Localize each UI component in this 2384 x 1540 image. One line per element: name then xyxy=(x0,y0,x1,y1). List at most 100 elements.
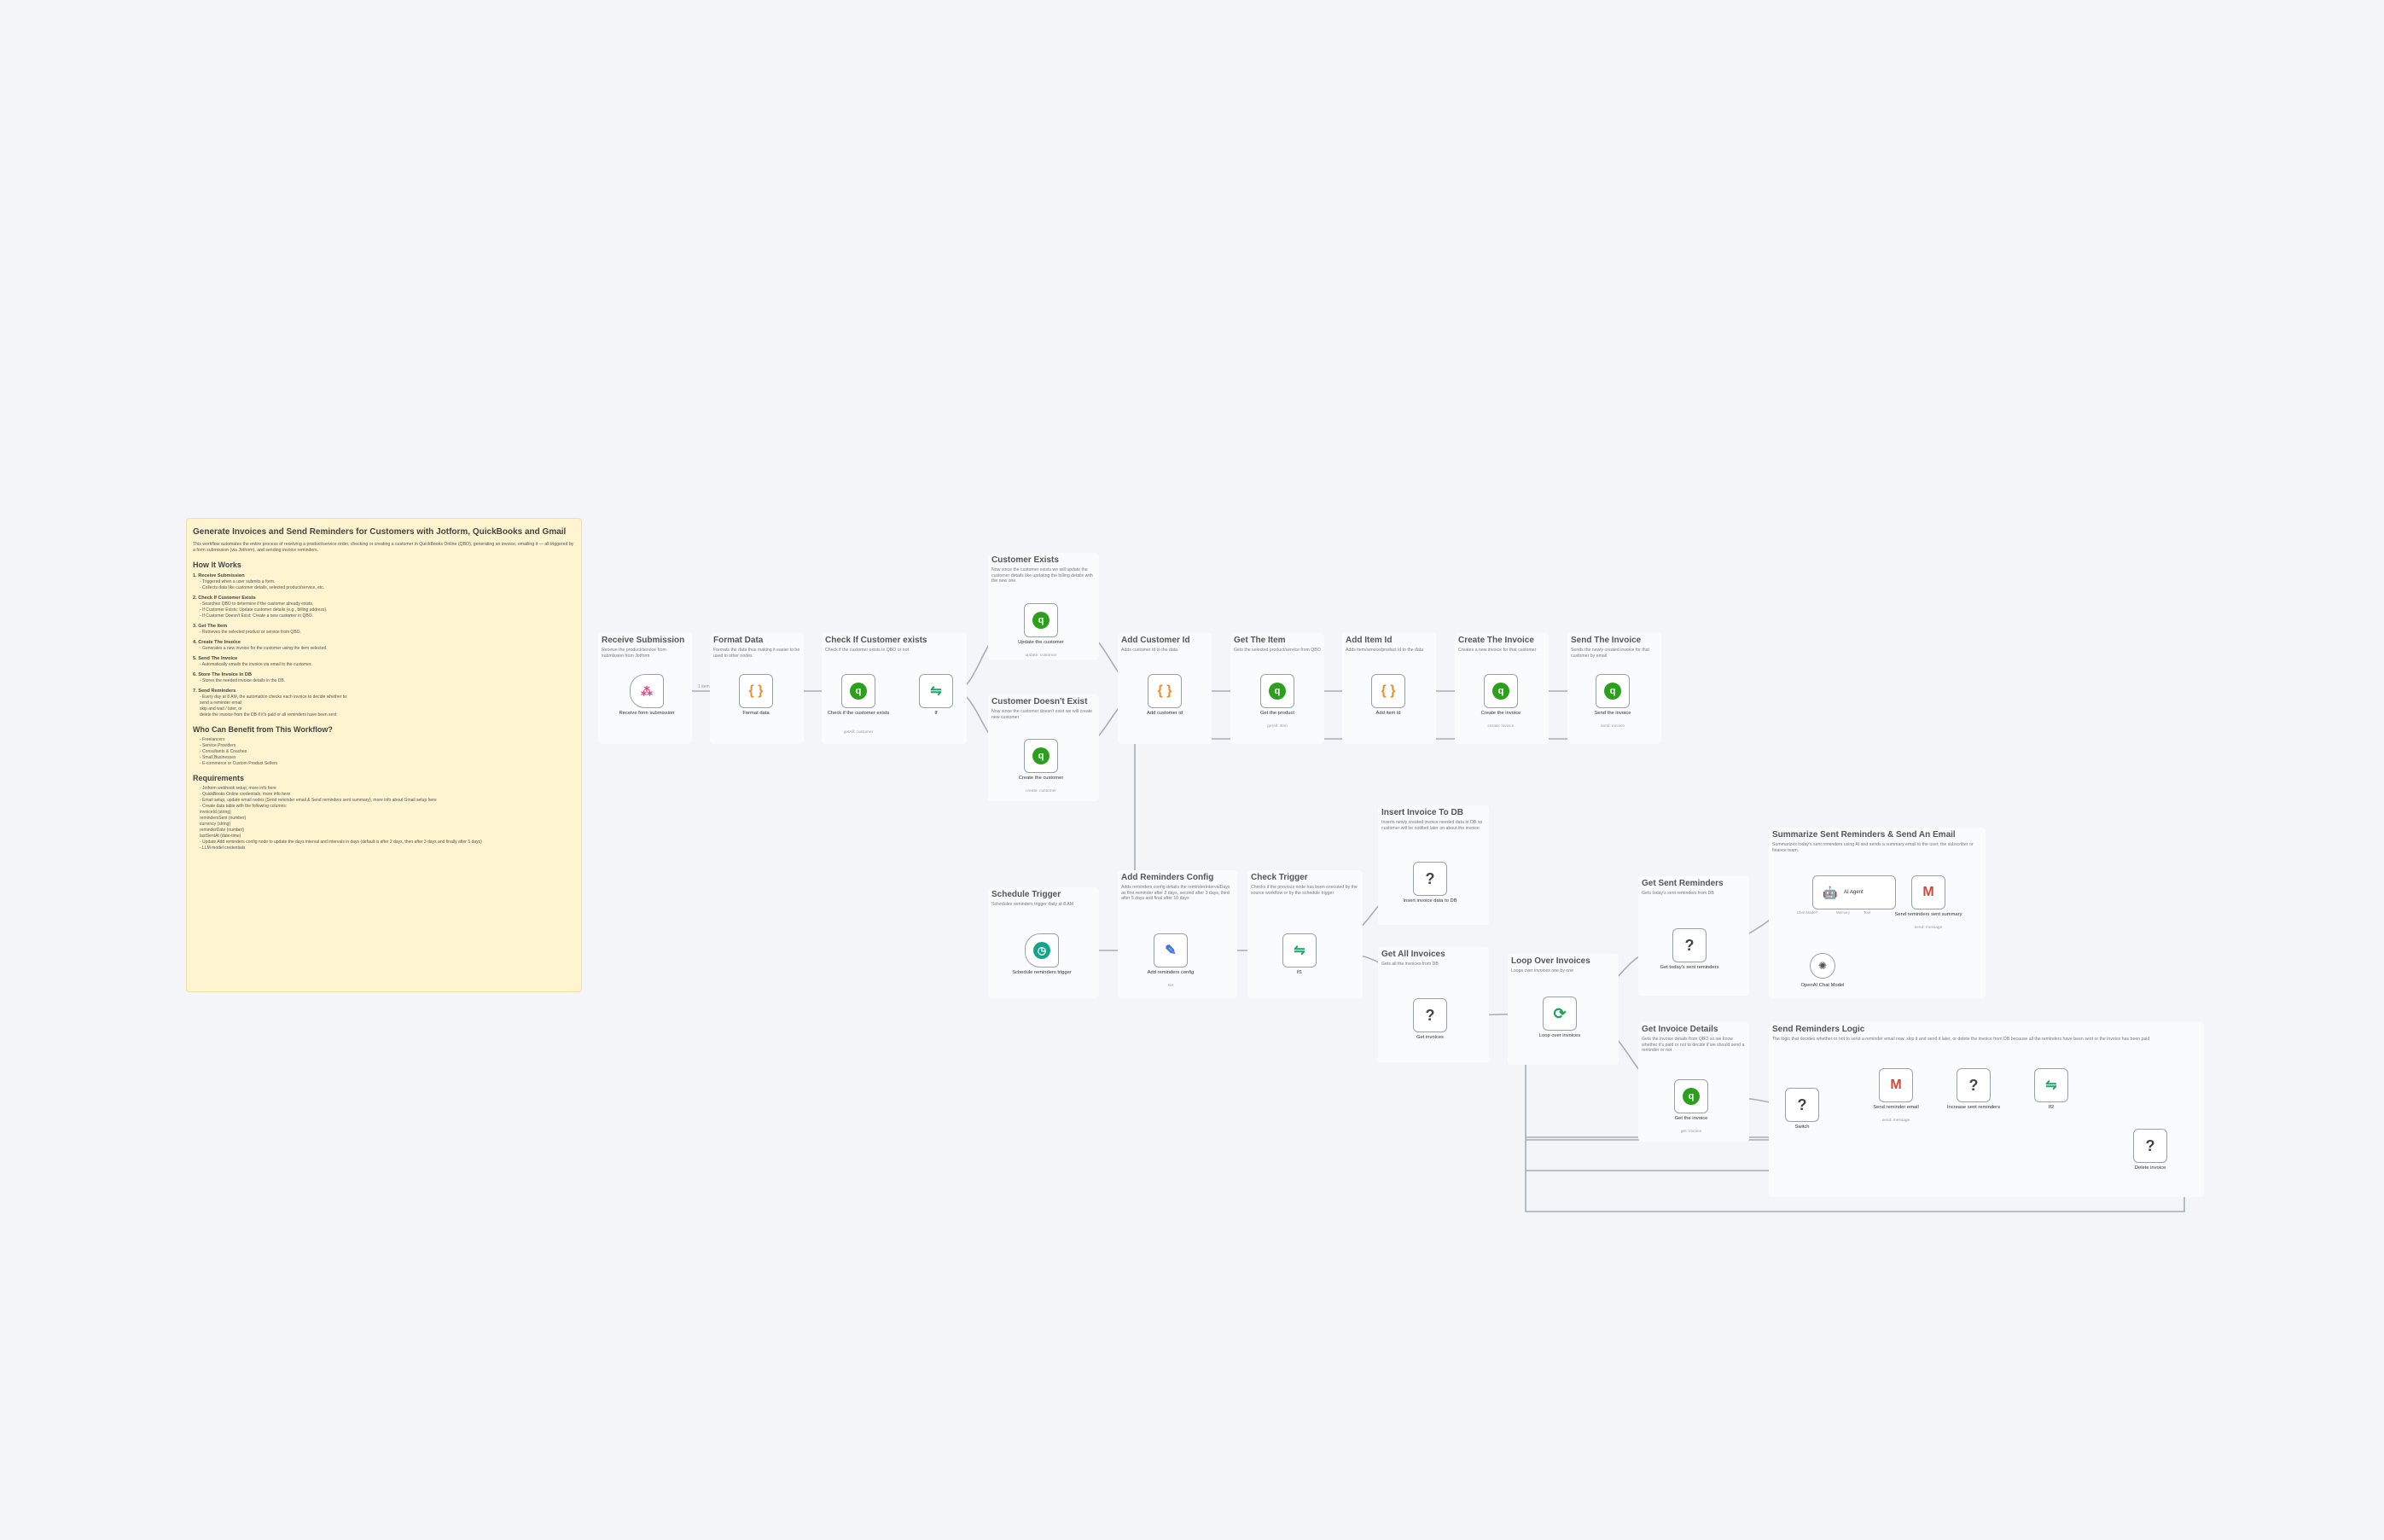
node-get-today[interactable]: ? xyxy=(1672,928,1707,962)
node-switch[interactable]: ? xyxy=(1785,1088,1819,1122)
group-desc: Schedules reminders trigger daily at 8 A… xyxy=(991,902,1074,907)
note-who-item: - Small Businesses xyxy=(200,755,236,760)
node-send-rem[interactable]: M xyxy=(1879,1068,1913,1102)
node-subtitle: getAll: item xyxy=(1267,724,1288,729)
quickbooks-icon: q xyxy=(1269,683,1286,700)
group-desc: Gets all the invoices from DB xyxy=(1381,962,1439,967)
group-title: Customer Exists xyxy=(991,555,1059,565)
note-req-item: - Update Add reminders config node to up… xyxy=(200,840,482,845)
node-subtitle: get: invoice xyxy=(1680,1130,1702,1134)
question-icon: ? xyxy=(1797,1095,1807,1113)
group-desc: Gets the invoice details from QBO so we … xyxy=(1642,1037,1745,1053)
node-schedule[interactable]: ◷ xyxy=(1025,933,1059,968)
note-step-detail: - If Customer Doesn't Exist: Create a ne… xyxy=(200,613,313,619)
node-insert-db[interactable]: ? xyxy=(1413,862,1447,896)
node-increase[interactable]: ? xyxy=(1957,1068,1991,1102)
node-label: Get today's sent reminders xyxy=(1660,965,1719,970)
note-step-detail: - Searches QBO to determine if the custo… xyxy=(200,601,314,607)
note-req-item: remindersSent (number) xyxy=(200,816,247,821)
group-desc: Gets the selected product/service from Q… xyxy=(1234,648,1321,653)
node-update[interactable]: q xyxy=(1024,603,1058,637)
node-label: Insert invoice data to DB xyxy=(1403,898,1457,904)
group-title: Get Invoice Details xyxy=(1642,1025,1718,1034)
node-if3[interactable]: ⇋ xyxy=(2034,1068,2068,1102)
agent-port-model: Chat Model* xyxy=(1796,910,1818,915)
group-desc: Gets today's sent reminders from DB xyxy=(1642,891,1714,896)
node-label: Get the product xyxy=(1260,711,1294,716)
note-req-item: reminderDate (number) xyxy=(200,828,244,833)
node-if1[interactable]: ⇋ xyxy=(919,674,953,708)
node-label: Update the customer xyxy=(1018,640,1064,645)
note-req-item: - LLM model credentials xyxy=(200,846,246,851)
node-get-product[interactable]: q xyxy=(1260,674,1294,708)
agent-port-memory: Memory xyxy=(1835,910,1851,915)
note-title: Generate Invoices and Send Reminders for… xyxy=(193,527,567,537)
note-who-item: - Freelancers xyxy=(200,737,225,742)
group-desc: Formats the data thus making it easier t… xyxy=(713,648,800,659)
note-how-heading: How It Works xyxy=(193,561,241,569)
node-create-cust[interactable]: q xyxy=(1024,739,1058,773)
note-req-heading: Requirements xyxy=(193,774,245,782)
note-step-title: 2. Check If Customer Exists xyxy=(193,596,256,601)
node-check[interactable]: q xyxy=(841,674,875,708)
group-desc: Check if the customer exists in QBO or n… xyxy=(825,648,910,653)
group-summarize-reminders[interactable]: Summarize Sent Reminders & Send An Email… xyxy=(1769,828,1986,998)
group-desc: Loops over invoices one by one xyxy=(1511,968,1573,973)
node-receive[interactable]: ⁂ xyxy=(630,674,664,708)
node-subtitle: getAll: customer xyxy=(843,730,874,735)
node-label: Create the customer xyxy=(1018,776,1064,781)
pencil-icon: ✎ xyxy=(1165,944,1177,958)
note-step-detail: delete the invoice from the DB if it's p… xyxy=(200,712,337,718)
node-subtitle: send: message xyxy=(1881,1119,1910,1123)
node-get-inv[interactable]: ? xyxy=(1413,998,1447,1032)
node-add-iid[interactable]: { } xyxy=(1371,674,1405,708)
openai-icon: ✺ xyxy=(1817,960,1828,972)
group-desc: Inserts newly created invoice needed dat… xyxy=(1381,820,1483,831)
group-desc: Now since the customer exists we will up… xyxy=(991,567,1093,584)
node-if2[interactable]: ⇋ xyxy=(1282,933,1317,968)
node-openai-chat-model[interactable]: ✺ xyxy=(1810,953,1835,979)
code-icon: { } xyxy=(1381,683,1396,698)
group-desc: Now since the customer doesn't exist we … xyxy=(991,709,1093,720)
node-get-invoice[interactable]: q xyxy=(1674,1079,1708,1113)
group-title: Get The Item xyxy=(1234,636,1286,645)
group-desc: Adds item/service/product id to the data xyxy=(1346,648,1424,653)
node-add-cid[interactable]: { } xyxy=(1148,674,1182,708)
group-title: Add Item Id xyxy=(1346,636,1393,645)
note-req-item: invoiceId (string) xyxy=(200,810,231,815)
node-loop[interactable]: ⟳ xyxy=(1543,997,1577,1031)
note-step-detail: - Triggered when a user submits a form. xyxy=(200,579,276,584)
node-create-inv[interactable]: q xyxy=(1484,674,1518,708)
group-title: Send Reminders Logic xyxy=(1772,1025,1865,1034)
group-desc: The logic that decides whether or not to… xyxy=(1772,1037,2150,1042)
node-ai-agent[interactable]: 🤖AI Agent xyxy=(1812,875,1896,909)
node-send-inv[interactable]: q xyxy=(1596,674,1630,708)
note-step-detail: - Stores the needed invoice details in t… xyxy=(200,678,286,683)
workflow-description-note[interactable]: Generate Invoices and Send Reminders for… xyxy=(186,518,582,992)
note-req-item: lastSentAt (date-time) xyxy=(200,834,241,839)
note-step-title: 6. Store The Invoice In DB xyxy=(193,672,253,677)
if-icon: ⇋ xyxy=(930,684,942,699)
code-icon: { } xyxy=(748,683,764,698)
node-label: Check if the customer exists xyxy=(827,711,890,716)
node-label: Send reminder email xyxy=(1873,1105,1919,1110)
node-label: Add customer id xyxy=(1147,711,1183,716)
group-title: Customer Doesn't Exist xyxy=(991,697,1088,706)
group-title: Send The Invoice xyxy=(1571,636,1642,645)
group-desc: Adds reminders config details the remind… xyxy=(1121,885,1230,901)
jotform-icon: ⁂ xyxy=(641,683,653,698)
node-config[interactable]: ✎ xyxy=(1154,933,1188,968)
quickbooks-icon: q xyxy=(850,683,867,700)
group-title: Add Reminders Config xyxy=(1121,873,1214,882)
node-format[interactable]: { } xyxy=(739,674,773,708)
group-title: Receive Submission xyxy=(602,636,685,645)
node-summary[interactable]: M xyxy=(1911,875,1945,909)
group-title: Get All Invoices xyxy=(1381,950,1445,959)
loop-icon: ⟳ xyxy=(1553,1004,1567,1022)
node-label: Add item id xyxy=(1375,711,1401,716)
node-delete[interactable]: ? xyxy=(2133,1129,2167,1163)
group-desc: Adds customer id to the data xyxy=(1121,648,1178,653)
group-title: Get Sent Reminders xyxy=(1642,879,1724,888)
